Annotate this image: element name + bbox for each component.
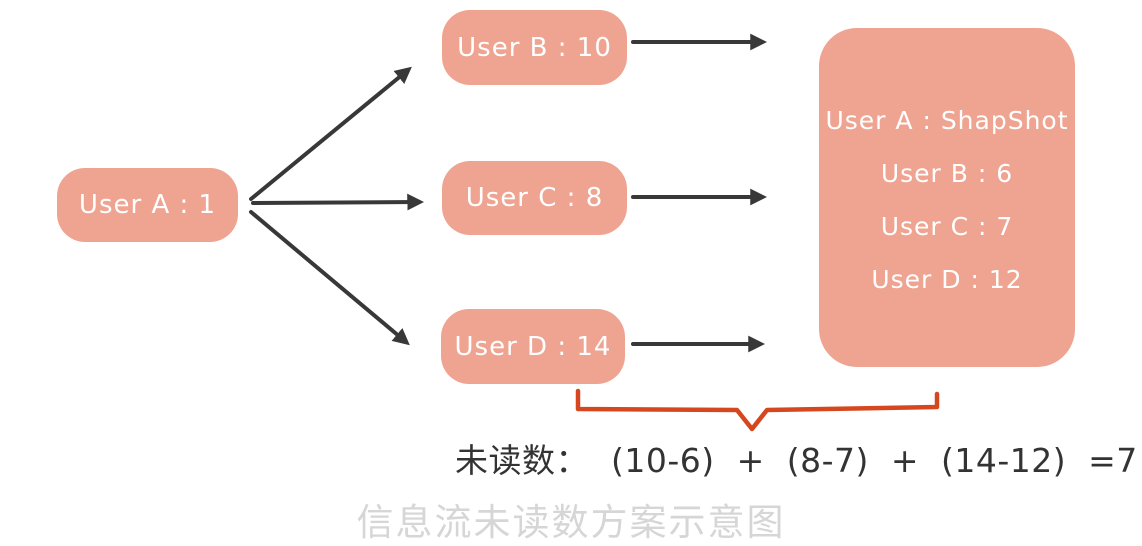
node-user-a-label: User A : 1: [78, 190, 217, 220]
arrow-a-to-c: [251, 193, 425, 211]
unread-formula: 未读数： (10-6) + (8-7) + (14-12) =7: [455, 441, 1138, 480]
snapshot-line-user-c: User C : 7: [880, 212, 1014, 241]
arrow-a-to-d: [249, 210, 410, 346]
diagram-caption: 信息流未读数方案示意图: [356, 501, 786, 544]
arrow-a-to-b: [249, 66, 412, 201]
node-user-b-label: User B : 10: [457, 32, 612, 63]
node-user-a: User A : 1: [57, 168, 238, 242]
snapshot-line-user-b: User B : 6: [880, 159, 1014, 188]
node-user-d: User D : 14: [441, 309, 625, 384]
node-snapshot: User A : ShapShot User B : 6 User C : 7 …: [819, 28, 1075, 367]
snapshot-line-user-d: User D : 12: [871, 265, 1023, 294]
node-user-c: User C : 8: [442, 161, 627, 235]
node-user-c-label: User C : 8: [465, 183, 604, 213]
brace-underline: [575, 388, 940, 432]
snapshot-line-user-a: User A : ShapShot: [825, 106, 1069, 135]
node-user-b: User B : 10: [442, 10, 627, 85]
node-user-d-label: User D : 14: [454, 331, 612, 362]
